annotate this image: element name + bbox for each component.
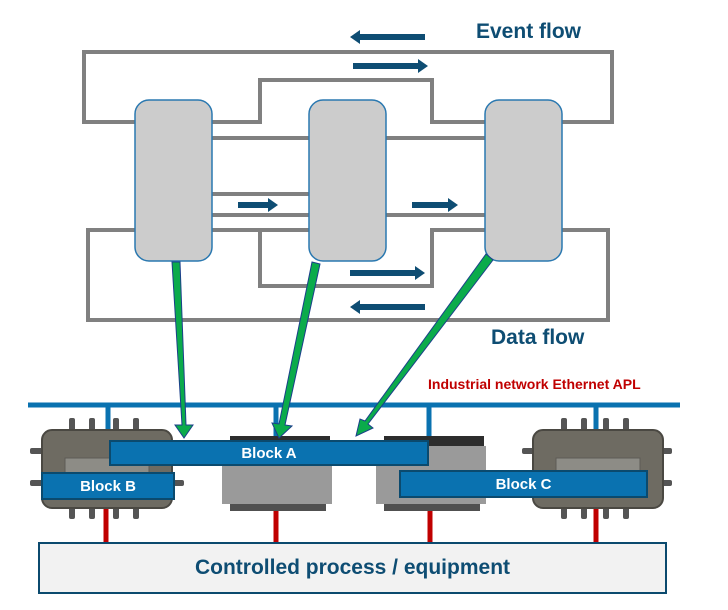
controlled-process-box[interactable]: Controlled process / equipment xyxy=(38,542,667,594)
data-loop-outer xyxy=(86,228,610,322)
function-block-middle[interactable] xyxy=(308,99,387,262)
device-junction-box-right[interactable] xyxy=(522,418,672,519)
mapping-arrow-icon xyxy=(355,253,494,437)
function-blocks xyxy=(134,99,563,262)
arrow-right-icon xyxy=(238,198,278,212)
arrow-right-icon xyxy=(353,59,428,73)
mapping-arrow-icon xyxy=(171,261,194,439)
block-b[interactable]: Block B xyxy=(41,472,175,500)
data-loop-inner-2 xyxy=(258,228,485,288)
event-flow-label: Event flow xyxy=(476,20,582,43)
arrow-right-icon xyxy=(350,266,425,280)
event-loop-outer xyxy=(82,50,614,124)
mapping-arrows xyxy=(171,253,494,439)
flow-arrows xyxy=(238,30,458,314)
connector-lines xyxy=(82,50,614,322)
function-block-right[interactable] xyxy=(484,99,563,262)
power-lines xyxy=(103,505,599,543)
network-label: Industrial network Ethernet APL xyxy=(428,376,641,392)
mapping-arrow-icon xyxy=(271,261,321,439)
arrow-left-icon xyxy=(350,30,425,44)
block-c[interactable]: Block C xyxy=(399,470,648,498)
function-block-left[interactable] xyxy=(134,99,213,262)
arrow-right-icon xyxy=(412,198,458,212)
data-flow-label: Data flow xyxy=(491,326,585,349)
arrow-left-icon xyxy=(350,300,425,314)
block-a[interactable]: Block A xyxy=(109,440,429,466)
device-junction-box-left[interactable] xyxy=(30,418,184,519)
event-loop-inner xyxy=(212,78,485,124)
